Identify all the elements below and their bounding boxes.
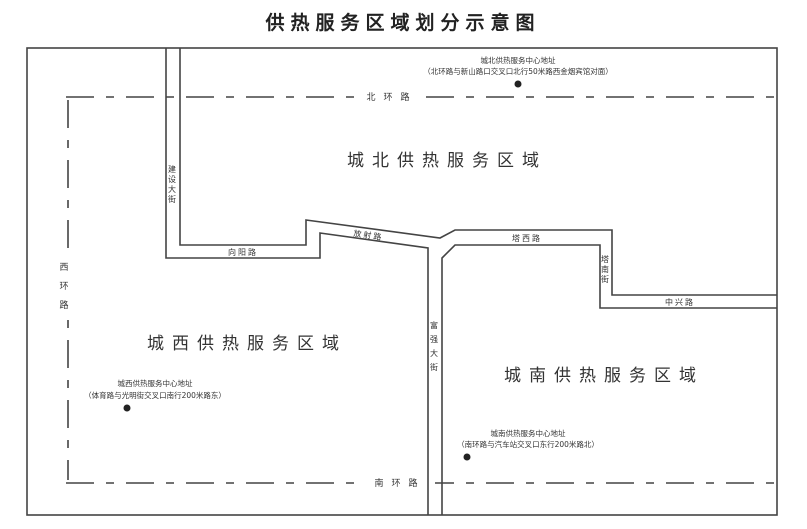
xiangyang-road-label: 向阳路 — [228, 247, 258, 257]
tanan-street-label: 塔 南 街 — [601, 254, 611, 284]
svg-text:塔: 塔 — [601, 254, 611, 264]
svg-text:环: 环 — [59, 281, 76, 292]
west-zone-label: 城西供热服务区域 — [147, 334, 347, 354]
west-ring-road-label: 西 环 路 — [59, 262, 76, 311]
north-center-name: 城北供热服务中心地址 — [481, 55, 556, 65]
map-title: 供热服务区域划分示意图 — [264, 11, 540, 34]
south-center-marker-icon — [463, 453, 471, 461]
svg-text:街: 街 — [601, 274, 611, 284]
svg-text:强: 强 — [430, 335, 440, 344]
svg-text:西: 西 — [59, 262, 76, 273]
zhongxing-road-label: 中兴路 — [665, 297, 695, 307]
svg-text:大: 大 — [168, 184, 178, 194]
north-service-center: 城北供热服务中心地址 （北环路与新山路口交叉口北行50米路西金烟宾馆对面） — [423, 55, 613, 88]
jianshe-street-label: 建 设 大 街 — [168, 164, 178, 204]
taxi-road-label: 塔西路 — [512, 233, 542, 243]
svg-text:街: 街 — [168, 194, 178, 204]
svg-text:富: 富 — [430, 320, 440, 330]
south-center-address: （南环路与汽车站交叉口东行200米路北） — [457, 439, 599, 449]
south-center-name: 城南供热服务中心地址 — [491, 428, 566, 438]
north-zone-label: 城北供热服务区域 — [347, 151, 547, 171]
south-service-center: 城南供热服务中心地址 （南环路与汽车站交叉口东行200米路北） — [457, 428, 599, 461]
map-frame — [26, 47, 778, 516]
west-center-address: （体育路与光明街交叉口南行200米路东） — [84, 390, 226, 400]
svg-text:设: 设 — [168, 174, 178, 184]
boundary-road-south-edge — [441, 244, 777, 515]
west-center-marker-icon — [123, 404, 131, 412]
svg-text:街: 街 — [430, 362, 440, 372]
west-center-name: 城西供热服务中心地址 — [118, 378, 193, 388]
svg-text:建: 建 — [168, 164, 178, 174]
north-ring-road-label: 北环路 — [366, 91, 417, 103]
boundary-road-north-edge — [179, 48, 777, 296]
boundary-road-west-edge — [165, 48, 429, 515]
north-center-address: （北环路与新山路口交叉口北行50米路西金烟宾馆对面） — [423, 66, 613, 76]
fuqiang-street-label: 富 强 大 街 — [430, 320, 440, 372]
fangshe-road-label: 放射路 — [353, 228, 384, 242]
svg-text:路: 路 — [59, 299, 76, 311]
svg-text:南: 南 — [601, 264, 611, 274]
svg-text:大: 大 — [430, 348, 440, 358]
west-service-center: 城西供热服务中心地址 （体育路与光明街交叉口南行200米路东） — [84, 378, 226, 412]
south-zone-label: 城南供热服务区域 — [504, 366, 704, 386]
south-ring-road-label: 南环路 — [374, 477, 425, 489]
north-center-marker-icon — [514, 80, 522, 88]
